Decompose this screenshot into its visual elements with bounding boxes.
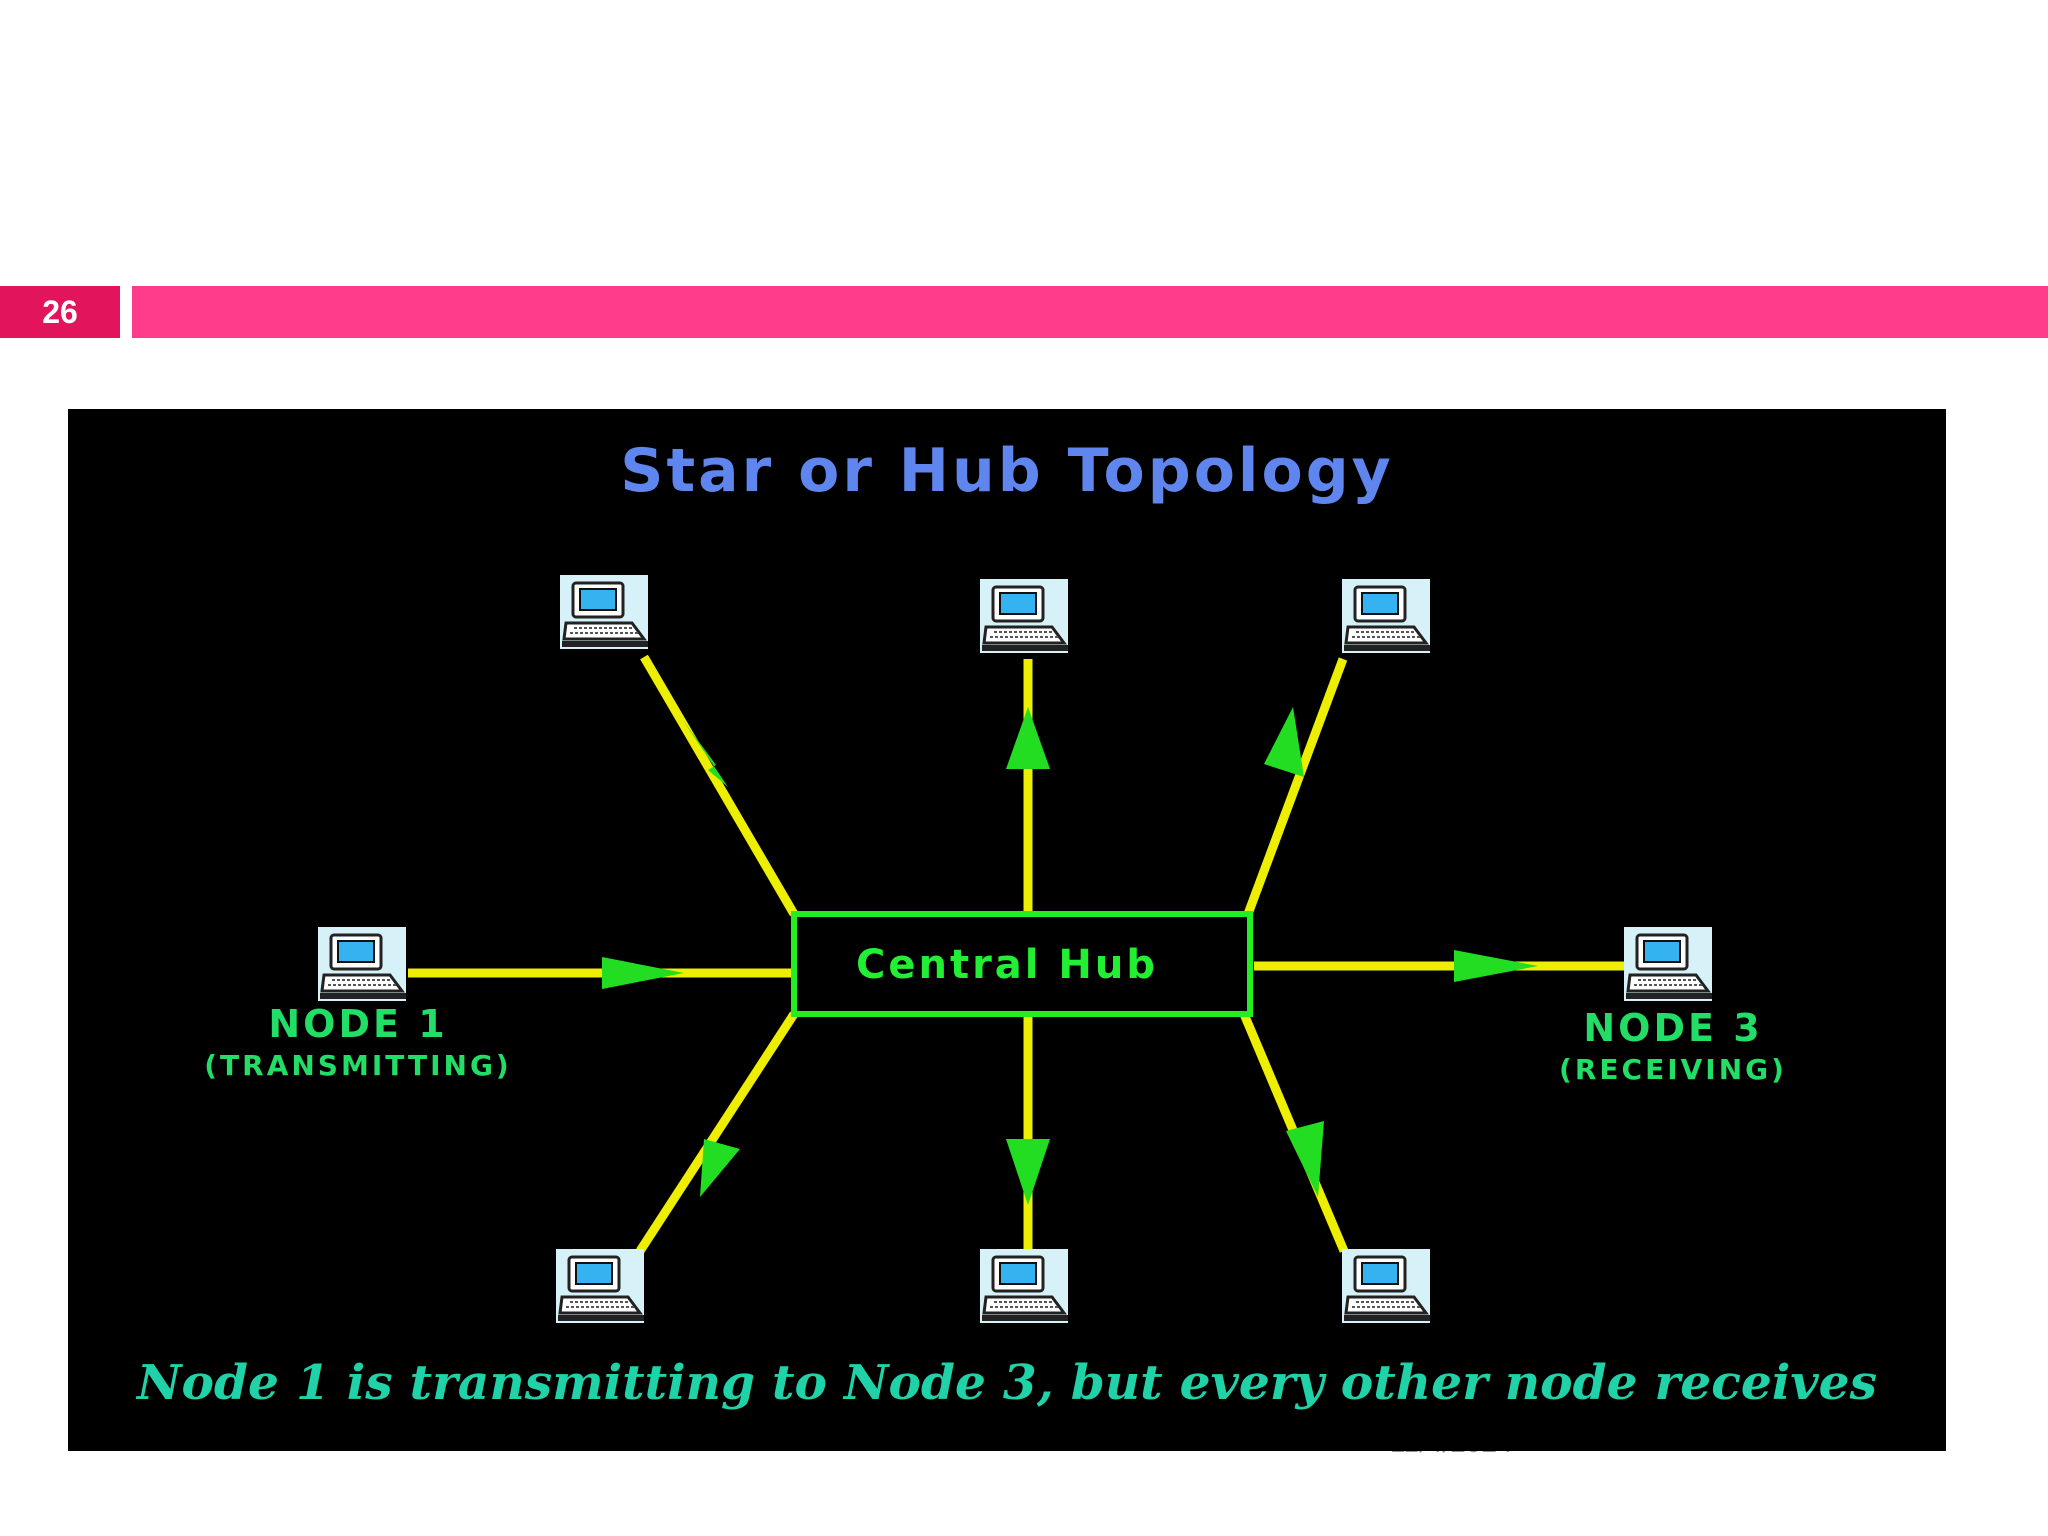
arrow-top-left xyxy=(682,719,728,787)
node1-label: NODE 1 xyxy=(268,1002,447,1046)
header-accent-bar xyxy=(132,286,2048,338)
arrows xyxy=(602,707,1538,1205)
arrow-bottom-center xyxy=(1006,1139,1050,1205)
arrow-bottom-left xyxy=(700,1139,740,1197)
topology-figure: Star or Hub Topology Central Hub xyxy=(68,409,1946,1451)
link-top-right xyxy=(1243,657,1348,916)
computer-terminal-icon xyxy=(978,1247,1070,1325)
diagram-title: Star or Hub Topology xyxy=(620,436,1394,506)
computer-terminal-icon xyxy=(1340,577,1432,655)
computer-terminal-icon xyxy=(978,577,1070,655)
slide-number-box xyxy=(0,286,120,338)
node3-sublabel: (RECEIVING) xyxy=(1559,1053,1787,1086)
node3-label: NODE 3 xyxy=(1583,1006,1762,1050)
arrow-bottom-right xyxy=(1286,1121,1324,1197)
central-hub-box xyxy=(791,911,1253,1017)
arrow-top-right xyxy=(1264,707,1304,777)
computer-terminal-icon xyxy=(316,925,408,1003)
slide-number: 26 xyxy=(42,294,78,330)
computer-terminal-icon xyxy=(1340,1247,1432,1325)
arrow-node1 xyxy=(602,957,684,989)
link-top-left xyxy=(640,654,798,917)
computer-terminal-icon xyxy=(1622,925,1714,1003)
central-hub-label: Central Hub xyxy=(856,942,1158,988)
link-bottom-left xyxy=(636,1011,798,1254)
diagram-caption: Node 1 is transmitting to Node 3, but ev… xyxy=(135,1355,1877,1411)
computer-terminal-icon xyxy=(554,1247,646,1325)
arrow-node3 xyxy=(1454,950,1538,982)
arrow-top-center xyxy=(1006,707,1050,769)
node1-sublabel: (TRANSMITTING) xyxy=(204,1049,511,1082)
computer-terminal-icon xyxy=(558,573,650,651)
